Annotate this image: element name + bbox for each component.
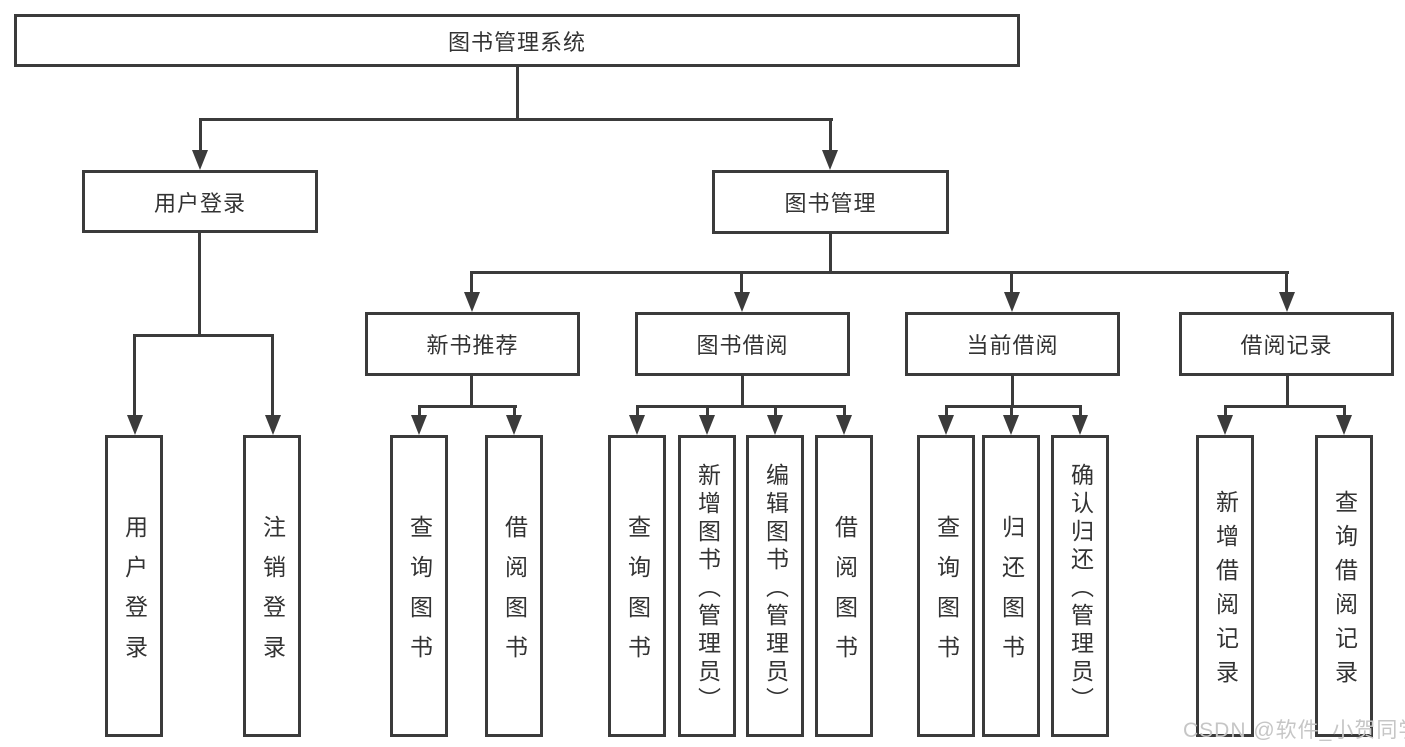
arrowhead-records xyxy=(1279,292,1295,312)
node-new-book-recommend: 新书推荐 xyxy=(365,312,580,376)
leaf-add-borrow-record-label: 新增借阅记录 xyxy=(1212,489,1239,694)
connector-to-book-mgmt xyxy=(829,118,832,152)
arrowhead-borrow xyxy=(734,292,750,312)
connector-records-rail xyxy=(1224,405,1346,408)
leaf-edit-books-admin: 编辑图书（管理员） xyxy=(746,435,804,737)
connector-root-rail xyxy=(199,118,833,121)
connector-borrow-rail xyxy=(636,405,846,408)
node-book-borrow-label: 图书借阅 xyxy=(696,333,789,358)
leaf-logout-label: 注销登录 xyxy=(259,514,286,675)
leaf-recommend-query-books-label: 查询图书 xyxy=(406,514,433,675)
connector-records-child2 xyxy=(1343,405,1346,417)
arrowhead-user-login xyxy=(192,150,208,170)
connector-borrow-child4 xyxy=(843,405,846,417)
arrowhead-borrow-child4 xyxy=(836,415,852,435)
connector-to-records xyxy=(1285,271,1288,293)
leaf-borrow-query-books: 查询图书 xyxy=(608,435,666,737)
connector-to-recommend xyxy=(470,271,473,293)
leaf-logout: 注销登录 xyxy=(243,435,301,737)
arrowhead-records-child2 xyxy=(1336,415,1352,435)
leaf-confirm-return-admin-label: 确认归还（管理员） xyxy=(1067,462,1094,715)
node-book-borrow: 图书借阅 xyxy=(635,312,850,376)
connector-mgmt-stem xyxy=(829,232,832,274)
connector-to-leaf-login xyxy=(133,334,136,415)
leaf-add-books-admin-label: 新增图书（管理员） xyxy=(694,462,721,715)
connector-current-child3 xyxy=(1079,405,1082,417)
leaf-recommend-borrow-books-label: 借阅图书 xyxy=(501,514,528,675)
connector-current-rail xyxy=(945,405,1082,408)
arrowhead-book-mgmt xyxy=(822,150,838,170)
connector-recommend-rail xyxy=(418,405,517,408)
node-current-borrow: 当前借阅 xyxy=(905,312,1120,376)
connector-records-stem xyxy=(1286,374,1289,407)
node-root: 图书管理系统 xyxy=(14,14,1020,67)
arrowhead-recommend-child1 xyxy=(411,415,427,435)
connector-recommend-child2 xyxy=(513,405,516,417)
connector-borrow-child3 xyxy=(774,405,777,417)
node-borrow-records-label: 借阅记录 xyxy=(1240,333,1333,358)
connector-current-stem xyxy=(1011,374,1014,407)
arrowhead-borrow-child1 xyxy=(629,415,645,435)
csdn-watermark: CSDN @软件_小贺同学 xyxy=(1183,719,1405,742)
node-user-login: 用户登录 xyxy=(82,170,318,233)
leaf-return-books: 归还图书 xyxy=(982,435,1040,737)
connector-to-leaf-logout xyxy=(271,334,274,415)
connector-user-rail xyxy=(133,334,274,337)
connector-root-stem xyxy=(516,65,519,121)
node-new-book-recommend-label: 新书推荐 xyxy=(426,333,519,358)
connector-borrow-child2 xyxy=(706,405,709,417)
leaf-return-books-label: 归还图书 xyxy=(998,514,1025,675)
node-root-label: 图书管理系统 xyxy=(447,29,586,55)
arrowhead-current-child2 xyxy=(1003,415,1019,435)
leaf-current-query-books-label: 查询图书 xyxy=(933,514,960,675)
leaf-current-query-books: 查询图书 xyxy=(917,435,975,737)
arrowhead-recommend xyxy=(464,292,480,312)
leaf-borrow-books: 借阅图书 xyxy=(815,435,873,737)
connector-user-stem xyxy=(198,231,201,337)
leaf-confirm-return-admin: 确认归还（管理员） xyxy=(1051,435,1109,737)
arrowhead-current xyxy=(1004,292,1020,312)
connector-to-borrow xyxy=(740,271,743,293)
leaf-add-books-admin: 新增图书（管理员） xyxy=(678,435,736,737)
node-book-management: 图书管理 xyxy=(712,170,949,234)
connector-mgmt-rail xyxy=(471,271,1289,274)
arrowhead-leaf-logout xyxy=(265,415,281,435)
leaf-borrow-books-label: 借阅图书 xyxy=(831,514,858,675)
leaf-recommend-borrow-books: 借阅图书 xyxy=(485,435,543,737)
arrowhead-current-child1 xyxy=(938,415,954,435)
leaf-query-borrow-record-label: 查询借阅记录 xyxy=(1331,489,1358,694)
leaf-borrow-query-books-label: 查询图书 xyxy=(624,514,651,675)
node-current-borrow-label: 当前借阅 xyxy=(966,333,1059,358)
connector-recommend-child1 xyxy=(418,405,421,417)
leaf-query-borrow-record: 查询借阅记录 xyxy=(1315,435,1373,737)
connector-records-child1 xyxy=(1224,405,1227,417)
arrowhead-leaf-login xyxy=(127,415,143,435)
leaf-user-login: 用户登录 xyxy=(105,435,163,737)
connector-borrow-stem xyxy=(741,374,744,407)
node-user-login-label: 用户登录 xyxy=(153,190,246,216)
leaf-edit-books-admin-label: 编辑图书（管理员） xyxy=(762,462,789,715)
connector-current-child1 xyxy=(945,405,948,417)
arrowhead-borrow-child3 xyxy=(767,415,783,435)
connector-borrow-child1 xyxy=(636,405,639,417)
arrowhead-current-child3 xyxy=(1072,415,1088,435)
connector-to-current xyxy=(1010,271,1013,293)
leaf-user-login-label: 用户登录 xyxy=(121,514,148,675)
connector-current-child2 xyxy=(1010,405,1013,417)
arrowhead-borrow-child2 xyxy=(699,415,715,435)
leaf-add-borrow-record: 新增借阅记录 xyxy=(1196,435,1254,737)
arrowhead-recommend-child2 xyxy=(506,415,522,435)
arrowhead-records-child1 xyxy=(1217,415,1233,435)
node-borrow-records: 借阅记录 xyxy=(1179,312,1394,376)
connector-to-user-login xyxy=(199,118,202,152)
leaf-recommend-query-books: 查询图书 xyxy=(390,435,448,737)
node-book-management-label: 图书管理 xyxy=(784,191,877,216)
connector-recommend-stem xyxy=(470,374,473,407)
